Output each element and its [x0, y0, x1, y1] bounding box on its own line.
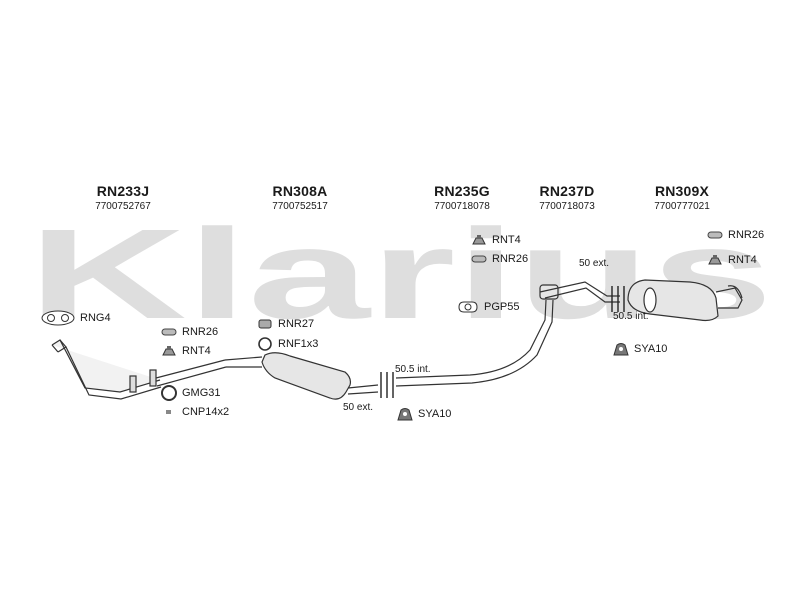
acc-label: GMG31 — [182, 387, 221, 399]
part-number: 7700777021 — [654, 201, 710, 212]
acc-sya10-a[interactable]: SYA10 — [396, 407, 451, 421]
part-code: RN308A — [272, 183, 328, 199]
acc-sya10-b[interactable]: SYA10 — [612, 342, 667, 356]
acc-rnf1x3[interactable]: RNF1x3 — [256, 336, 318, 352]
acc-rnr26-b[interactable]: RNR26 — [470, 253, 528, 265]
acc-label: CNP14x2 — [182, 406, 230, 418]
acc-label: RNR27 — [278, 318, 315, 330]
acc-pgp55[interactable]: PGP55 — [456, 300, 519, 314]
centre-silencer — [224, 352, 379, 400]
clamp-icon — [166, 410, 171, 414]
part-rn237d[interactable]: RN237D 7700718073 — [507, 183, 627, 212]
acc-cnp14x2[interactable]: CNP14x2 — [160, 406, 229, 418]
note-50-ext: 50 ext. — [343, 402, 374, 413]
rubber-ring-icon — [161, 328, 177, 336]
acc-rnr27[interactable]: RNR27 — [256, 318, 314, 330]
part-number: 7700752517 — [272, 201, 328, 212]
acc-rnt4-c[interactable]: RNT4 — [706, 254, 757, 266]
acc-rng4[interactable]: RNG4 — [40, 310, 111, 326]
part-rn309x[interactable]: RN309X 7700777021 — [622, 183, 742, 212]
mounting-icon — [472, 235, 486, 245]
hanger-icon — [397, 408, 413, 421]
part-number: 7700718073 — [539, 201, 595, 212]
acc-rnt4-a[interactable]: RNT4 — [160, 345, 211, 357]
rubber-ring-icon — [707, 231, 723, 239]
rubber-ring-icon — [471, 255, 487, 263]
acc-rnt4-b[interactable]: RNT4 — [470, 234, 521, 246]
rubber-ring-icon — [258, 319, 272, 329]
part-code: RN233J — [96, 183, 150, 199]
acc-label: RNT4 — [182, 345, 211, 357]
acc-label: RNF1x3 — [278, 338, 319, 350]
acc-label: RNT4 — [492, 234, 521, 246]
acc-label: RNT4 — [728, 254, 757, 266]
part-code: RN237D — [539, 183, 595, 199]
front-pipe — [51, 339, 227, 400]
acc-rnr26-a[interactable]: RNR26 — [160, 326, 218, 338]
acc-gmg31[interactable]: GMG31 — [160, 385, 221, 401]
joint-marks — [380, 286, 625, 398]
acc-label: PGP55 — [484, 301, 520, 313]
gasket-icon — [458, 301, 478, 313]
acc-label: SYA10 — [634, 343, 668, 355]
gasket-ring-icon — [161, 385, 177, 401]
rear-silencer — [627, 279, 743, 322]
acc-label: RNG4 — [80, 312, 111, 324]
acc-rnr26-c[interactable]: RNR26 — [706, 229, 764, 241]
gasket-icon — [41, 310, 75, 326]
clamp-ring-icon — [258, 337, 272, 351]
part-rn235g[interactable]: RN235G 7700718078 — [402, 183, 522, 212]
acc-label: RNR26 — [182, 326, 219, 338]
part-number: 7700752767 — [95, 201, 151, 212]
acc-label: RNR26 — [492, 253, 529, 265]
mounting-icon — [708, 255, 722, 265]
acc-label: SYA10 — [418, 408, 452, 420]
acc-label: RNR26 — [728, 229, 765, 241]
part-code: RN309X — [654, 183, 710, 199]
part-number: 7700718078 — [434, 201, 490, 212]
part-rn308a[interactable]: RN308A 7700752517 — [240, 183, 360, 212]
hanger-icon — [613, 343, 629, 356]
mounting-icon — [162, 346, 176, 356]
note-50-ext: 50 ext. — [579, 258, 610, 269]
note-50-5-int: 50.5 int. — [395, 364, 431, 375]
brand-watermark-text: Klarius — [28, 203, 773, 346]
part-rn233j[interactable]: RN233J 7700752767 — [63, 183, 183, 212]
note-50-5-int: 50.5 int. — [613, 311, 649, 322]
part-code: RN235G — [434, 183, 490, 199]
